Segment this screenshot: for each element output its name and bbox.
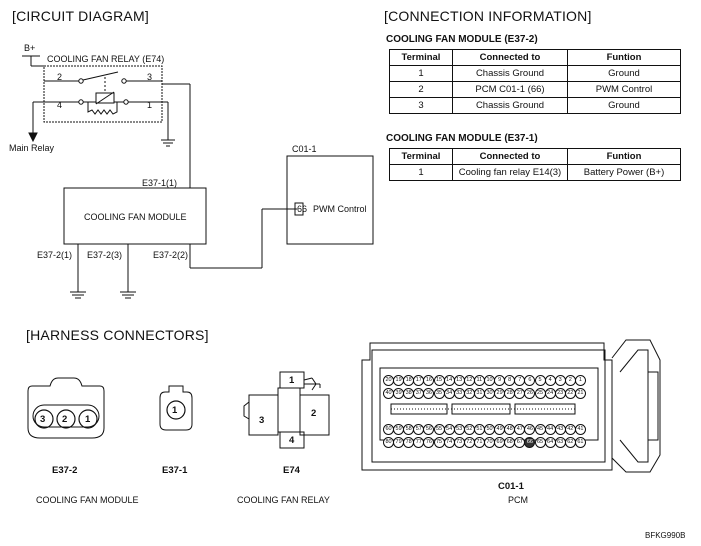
- e74-pin-3: 3: [259, 415, 265, 426]
- module-ground-wires: [70, 244, 136, 299]
- table-row: 1 Cooling fan relay E14(3) Battery Power…: [389, 164, 681, 181]
- relay-to-module-wire: [162, 83, 191, 188]
- e37-2-pin-1: 1: [85, 414, 91, 425]
- cell-function: Battery Power (B+): [567, 164, 681, 181]
- table-row: 3 Chassis Ground Ground: [389, 97, 681, 114]
- e37-1-name: E37-1: [162, 465, 188, 476]
- cell-function: Ground: [567, 97, 681, 114]
- table-e37-1: Terminal Connected to Funtion 1 Cooling …: [389, 148, 681, 181]
- relay-pin-3: 3: [147, 72, 153, 82]
- e74-pin-1: 1: [289, 375, 295, 386]
- relay-pin-2: 2: [57, 72, 63, 82]
- pcm-pin-label: PWM Control: [313, 204, 367, 214]
- relay-box: [43, 65, 163, 123]
- table-header-row: Terminal Connected to Funtion: [389, 148, 681, 165]
- relay-internals: [44, 71, 162, 115]
- c01-1-pin: 54: [443, 424, 455, 435]
- e37-2-connector-shape: [27, 377, 105, 439]
- c01-1-pin: 61: [574, 437, 586, 448]
- main-relay-wire: [28, 101, 44, 143]
- c01-1-pin: 14: [443, 375, 455, 386]
- relay-pin-4: 4: [57, 100, 63, 110]
- relay-pin-1: 1: [147, 100, 153, 110]
- figure-code: BFKG990B: [645, 531, 686, 540]
- pcm-connector-label: C01-1: [292, 144, 317, 154]
- e37-2-pin-2: 2: [62, 414, 68, 425]
- module-name-label: COOLING FAN MODULE: [84, 212, 187, 222]
- table-e37-2-title: COOLING FAN MODULE (E37-2): [386, 34, 538, 45]
- c01-1-pin: 44: [544, 424, 556, 435]
- c01-1-pin: 75: [433, 437, 445, 448]
- c01-1-pin: 34: [443, 388, 455, 399]
- module-pin-e37-2-1: E37-2(1): [37, 250, 73, 260]
- connection-info-title: [CONNECTION INFORMATION]: [384, 8, 592, 24]
- e37-2-pin-3: 3: [40, 414, 46, 425]
- c01-1-pin: 65: [534, 437, 546, 448]
- module-pin-e37-2-2: E37-2(2): [153, 250, 189, 260]
- pcm-box: [286, 155, 374, 245]
- module-pin-e37-2-3: E37-2(3): [87, 250, 123, 260]
- pcm-pin-terminal: [294, 202, 304, 216]
- c01-1-pin: 64: [544, 437, 556, 448]
- harness-connectors-title: [HARNESS CONNECTORS]: [26, 327, 209, 343]
- c01-1-pin: 5: [534, 375, 546, 386]
- relay-name-label: COOLING FAN RELAY (E74): [47, 54, 165, 64]
- c01-1-pin: 74: [443, 437, 455, 448]
- e37-1-connector-shape: [159, 385, 193, 431]
- pcm-pin-number: 66: [297, 204, 308, 214]
- c01-1-pin: 41: [574, 424, 586, 435]
- table-e37-1-title: COOLING FAN MODULE (E37-1): [386, 133, 538, 144]
- c01-1-connector-shape: [361, 339, 661, 473]
- pwm-wire: [189, 208, 297, 269]
- e74-connector-shape: [243, 371, 330, 449]
- c01-1-pin: 25: [534, 388, 546, 399]
- e37-2-name: E37-2: [52, 465, 78, 476]
- module-box: [63, 187, 207, 245]
- e37-1-pin-1: 1: [172, 405, 178, 416]
- c01-1-pin: 21: [574, 388, 586, 399]
- e74-pin-4: 4: [289, 435, 295, 446]
- c01-1-pin: 24: [544, 388, 556, 399]
- c01-1-pin: 4: [544, 375, 556, 386]
- c01-1-pin: 55: [433, 424, 445, 435]
- circuit-diagram-title: [CIRCUIT DIAGRAM]: [12, 8, 149, 24]
- cell-terminal: 3: [389, 97, 453, 114]
- c01-1-pin: 45: [534, 424, 546, 435]
- c01-1-pin: 35: [433, 388, 445, 399]
- module-caption: COOLING FAN MODULE: [36, 495, 139, 505]
- c01-1-pin: 1: [574, 375, 586, 386]
- module-top-pin-label: E37-1(1): [142, 178, 178, 188]
- cell-connected-to: Cooling fan relay E14(3): [452, 164, 568, 181]
- e74-pin-2: 2: [311, 408, 317, 419]
- relay-caption: COOLING FAN RELAY: [237, 495, 330, 505]
- c01-1-pin: 15: [433, 375, 445, 386]
- battery-label: B+: [24, 43, 36, 53]
- relay-ground-wire: [161, 101, 175, 147]
- table-e37-2: Terminal Connected to Funtion 1 Chassis …: [389, 49, 681, 114]
- main-relay-label: Main Relay: [9, 143, 55, 153]
- e74-name: E74: [283, 465, 300, 476]
- c01-1-name: C01-1: [498, 481, 524, 492]
- pcm-caption: PCM: [508, 495, 528, 505]
- battery-symbol: [22, 55, 44, 67]
